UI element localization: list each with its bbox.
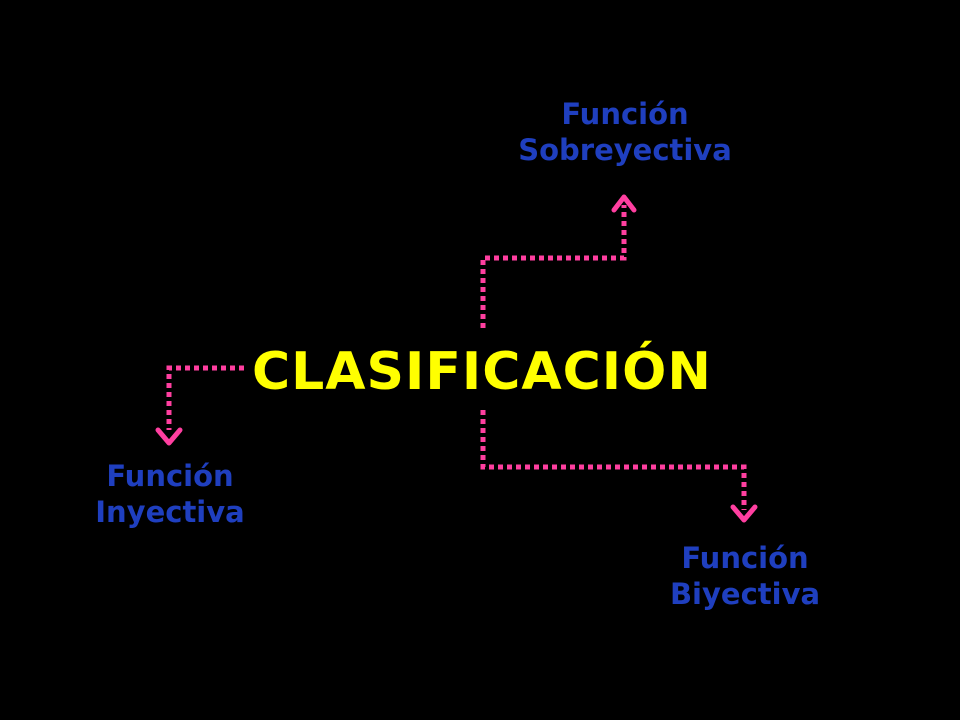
branch-label-biyectiva: Función Biyectiva xyxy=(640,540,850,613)
branch-label-line: Función xyxy=(106,459,234,493)
branch-label-line: Función xyxy=(681,541,809,575)
branch-label-line: Biyectiva xyxy=(669,577,821,612)
branch-label-line: Inyectiva xyxy=(95,495,245,530)
branch-label-inyectiva: Función Inyectiva xyxy=(70,458,270,531)
diagram-title: CLASIFICACIÓN xyxy=(252,342,712,402)
arrowhead-down-icon xyxy=(155,427,183,446)
branch-label-line: Función xyxy=(561,97,689,131)
branch-label-sobreyectiva: Función Sobreyectiva xyxy=(500,96,750,169)
connector-to-biyectiva xyxy=(480,410,747,510)
connector-to-sobreyectiva xyxy=(480,205,627,328)
connector-to-inyectiva xyxy=(166,365,244,430)
arrowhead-down-icon xyxy=(730,504,758,523)
arrowhead-up-icon xyxy=(611,194,637,213)
branch-label-line: Sobreyectiva xyxy=(518,133,732,168)
